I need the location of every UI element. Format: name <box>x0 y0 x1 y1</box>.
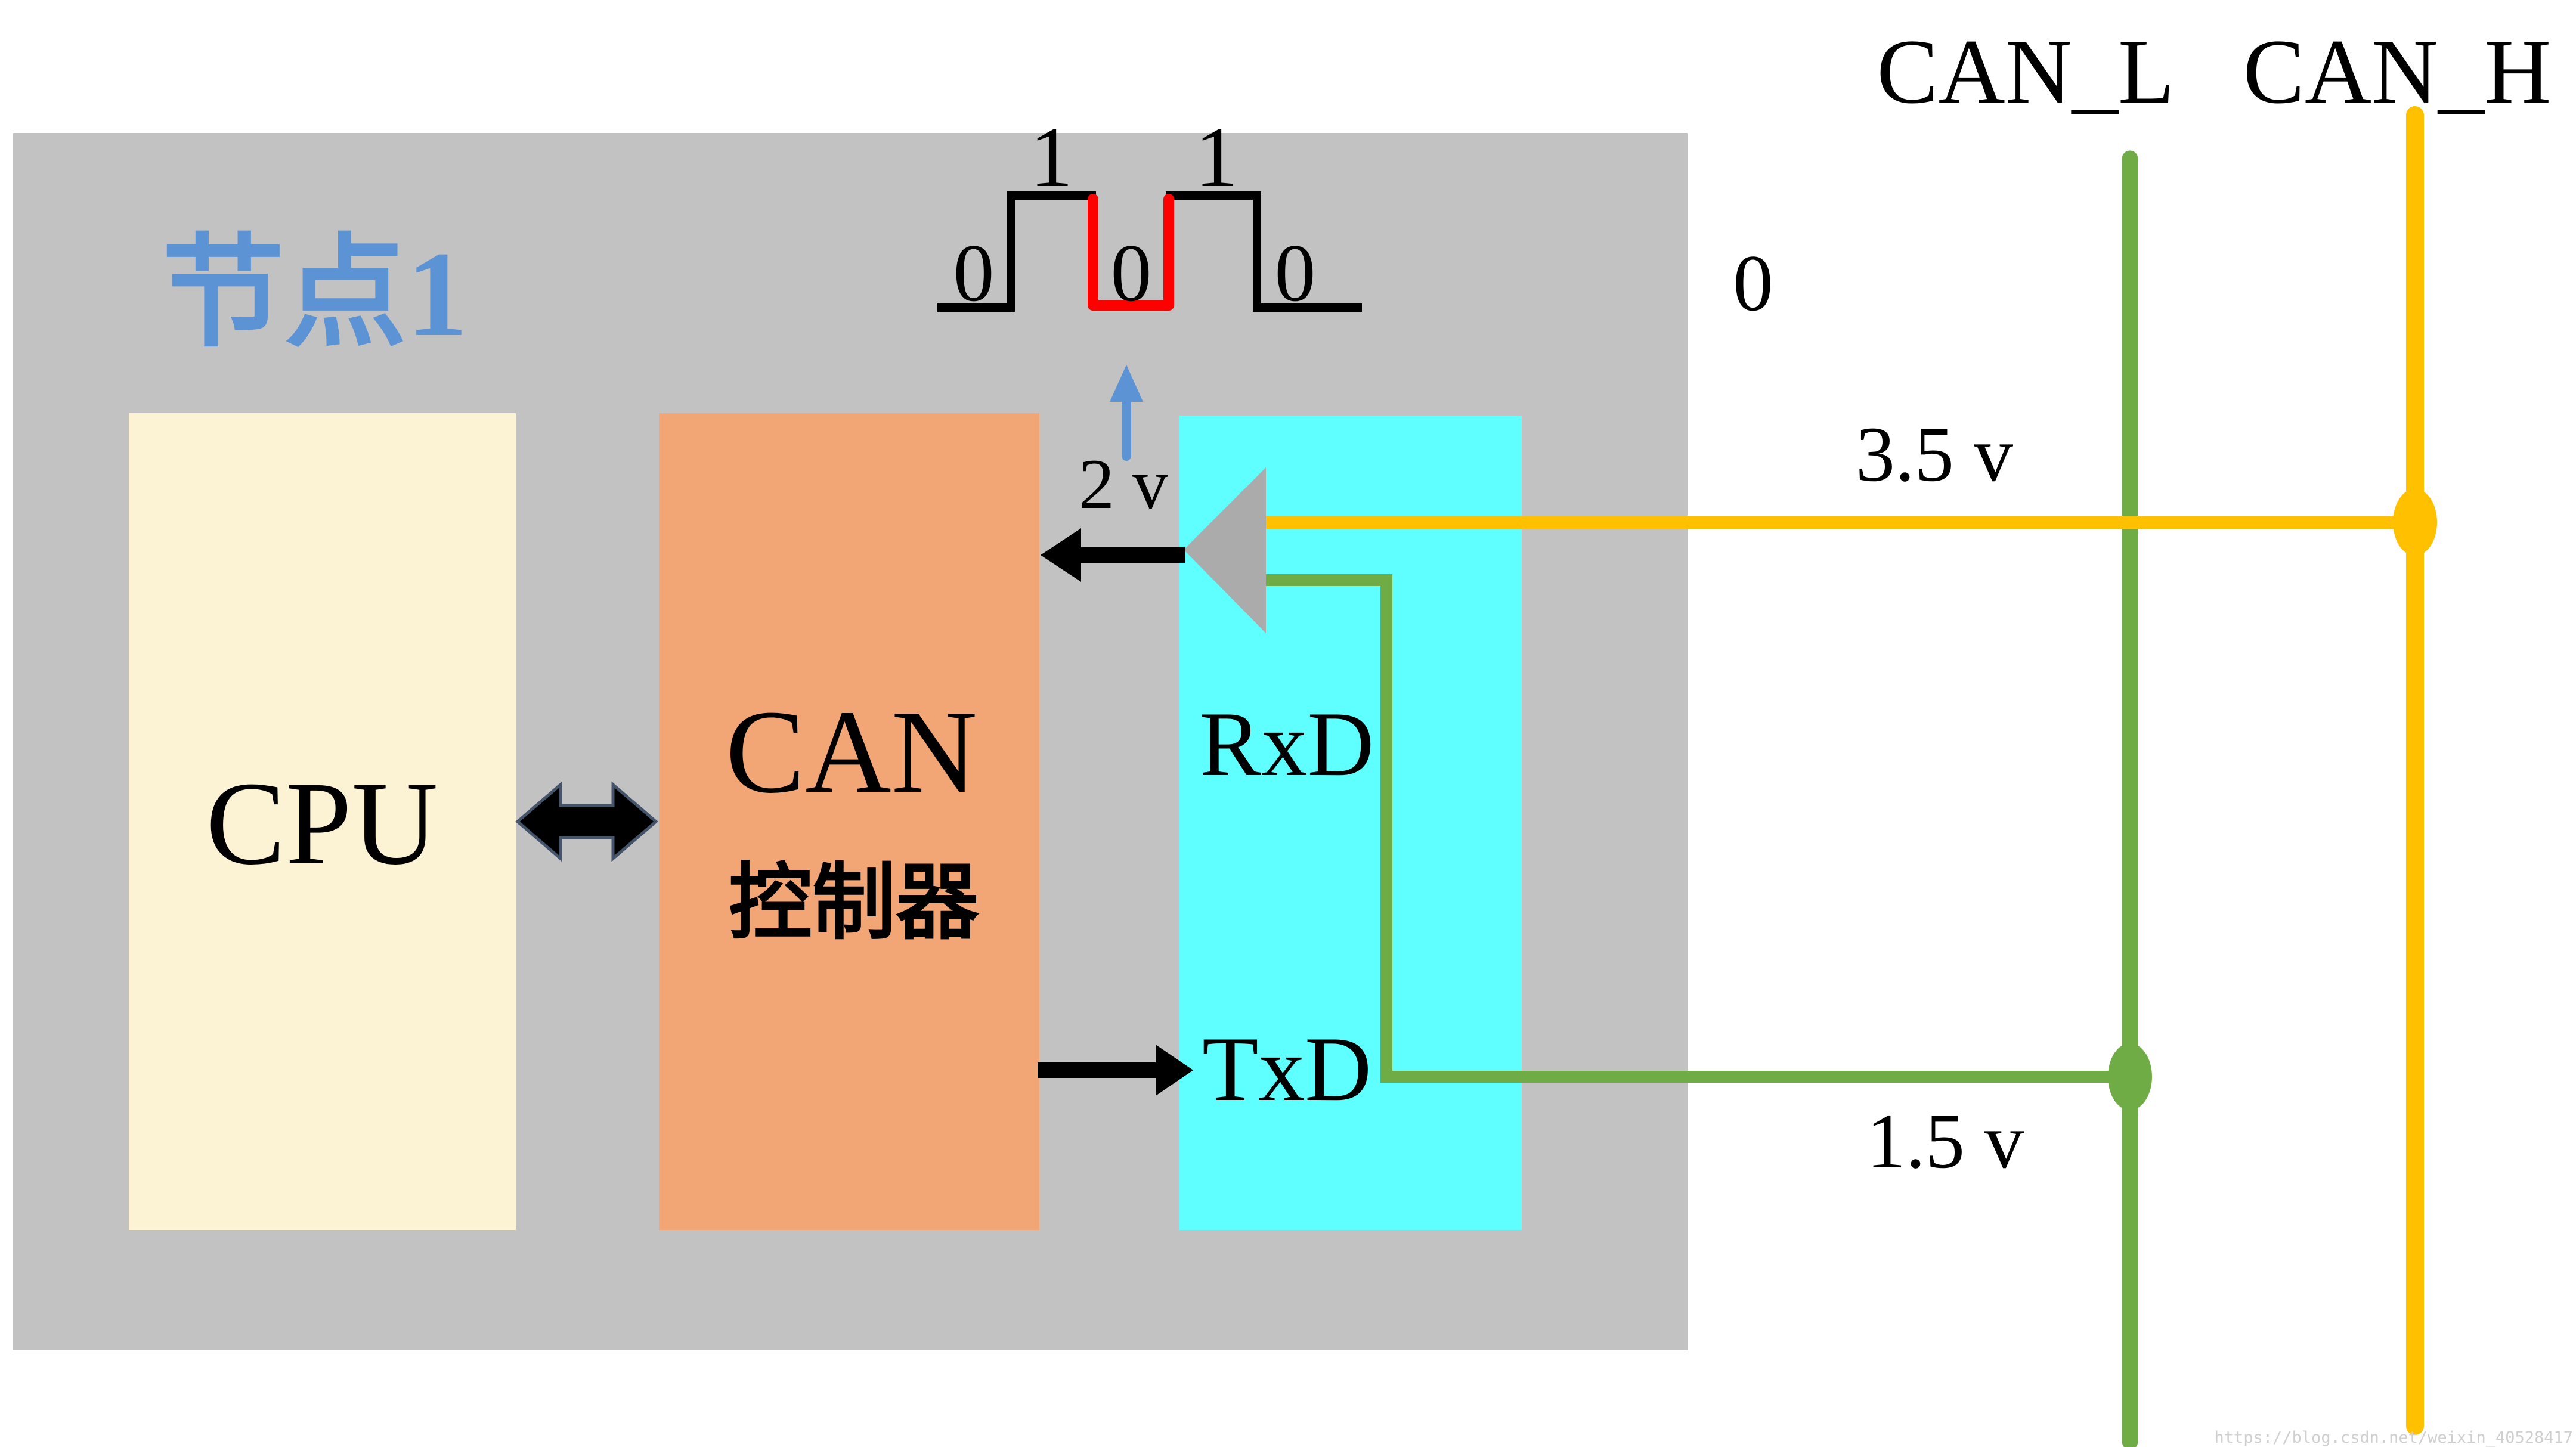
txd-to-can-l-wire <box>1254 574 2136 1083</box>
can-l-bus-label: CAN_L <box>1877 20 2174 123</box>
rx-level-up-arrow-icon <box>1110 365 1143 461</box>
can-controller-box <box>659 413 1039 1230</box>
rxd-arrow-icon <box>1041 528 1185 582</box>
node-title: 节点1 <box>162 227 468 362</box>
txd-arrow-icon <box>1038 1045 1193 1096</box>
bit-waveform <box>937 191 1362 312</box>
cpu-label: CPU <box>206 758 438 890</box>
txd-label: TxD <box>1202 1018 1371 1120</box>
recessive-bit-label: 0 <box>1733 239 1773 328</box>
bit-label-high-1: 1 <box>1030 110 1073 205</box>
cpu-can-double-arrow-icon <box>515 781 658 862</box>
cpu-box <box>129 413 516 1230</box>
waveform-line-left <box>937 191 1096 312</box>
watermark-text: https://blog.csdn.net/weixin_40528417 <box>2215 1429 2573 1447</box>
can-h-voltage-label: 3.5 v <box>1856 410 2013 498</box>
bit-label-low-3: 0 <box>1275 227 1316 318</box>
can-h-bus-label: CAN_H <box>2243 20 2552 123</box>
can-l-junction-dot <box>2108 1043 2152 1110</box>
rxd-label: RxD <box>1200 693 1374 795</box>
waveform-dominant-segment <box>1088 194 1174 311</box>
receiver-triangle-icon <box>1184 467 1266 633</box>
rx-level-label: 2 v <box>1079 444 1168 523</box>
waveform-line-right <box>1166 191 1362 312</box>
bit-label-high-2: 1 <box>1195 110 1239 205</box>
bit-label-low-1: 0 <box>953 227 995 318</box>
can-controller-label: CAN <box>726 686 977 818</box>
bit-label-low-2: 0 <box>1111 227 1152 318</box>
can-controller-label-zh: 控制器 <box>729 857 980 950</box>
can-h-junction-dot <box>2393 489 2437 556</box>
can-l-voltage-label: 1.5 v <box>1866 1097 2024 1185</box>
